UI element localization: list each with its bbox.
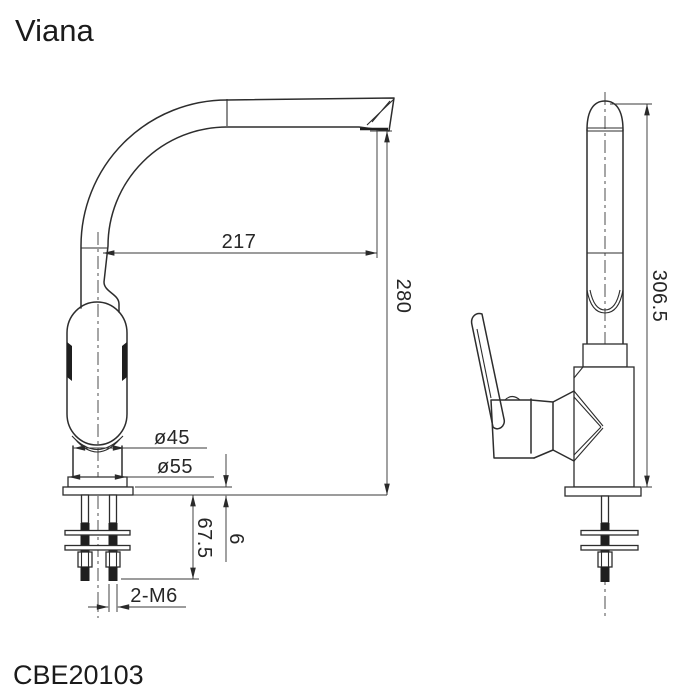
svg-text:306.5: 306.5	[648, 270, 670, 323]
handle	[470, 312, 575, 462]
handle-lever-edge	[476, 328, 492, 399]
side-mounting-stud	[580, 495, 639, 582]
handle-base-bump	[504, 395, 521, 401]
spout-outline	[80, 97, 395, 313]
handle-adapter	[530, 399, 554, 459]
stud-shank	[600, 495, 610, 524]
svg-text:6: 6	[225, 533, 247, 545]
svg-text:2-M6: 2-M6	[130, 585, 178, 607]
body-side-clip-right	[122, 342, 127, 381]
body-side-clip-left	[67, 342, 72, 381]
stud-thread	[108, 523, 118, 553]
neck-step	[582, 343, 628, 368]
extension-line	[108, 584, 118, 612]
dim-shank-length: 67.5	[121, 495, 215, 580]
stud-tip	[600, 567, 610, 582]
spout-dome-base	[587, 127, 623, 132]
washer	[580, 529, 639, 536]
body-bottom-cap	[71, 435, 124, 453]
model-number: CBE20103	[13, 660, 144, 690]
dim-body-diameter: ø45	[73, 427, 207, 451]
svg-text:ø45: ø45	[154, 427, 190, 449]
mounting-studs	[64, 494, 131, 581]
washer	[64, 529, 131, 536]
washer	[64, 544, 131, 551]
stud-tip	[80, 567, 90, 581]
svg-text:ø55: ø55	[157, 456, 193, 478]
dim-overall-height: 306.5	[610, 103, 670, 488]
side-base-plate	[564, 486, 642, 497]
washer	[580, 544, 639, 551]
nut	[77, 551, 93, 568]
spout-tube	[586, 129, 624, 345]
stud-thread	[80, 523, 90, 553]
spout-tip-chamfer	[366, 98, 395, 126]
product-name: Viana	[15, 13, 94, 48]
side-body	[573, 366, 635, 488]
spout-dome-top	[586, 100, 624, 131]
svg-text:217: 217	[222, 231, 257, 253]
stud-shank	[108, 494, 118, 524]
body-capsule	[66, 301, 128, 446]
body-chamfer	[573, 366, 584, 379]
handle-base	[490, 398, 535, 459]
dim-base-diameter: ø55	[68, 456, 214, 480]
tube-bottom-bowl	[586, 289, 624, 314]
dim-mounting-thread: 2-M6	[88, 584, 186, 612]
nut-facets	[108, 552, 118, 567]
stud-tip	[108, 567, 118, 581]
base-flange	[67, 476, 128, 488]
stud-shank	[80, 494, 90, 524]
svg-text:280: 280	[392, 279, 414, 314]
dim-spout-height: 280	[370, 130, 414, 495]
nut-facets	[80, 552, 90, 567]
base-plate	[62, 486, 134, 496]
dim-deck-thickness: 6	[223, 454, 247, 562]
dim-spout-reach: 217	[103, 130, 378, 258]
body-neck-column	[72, 445, 123, 478]
handle-lever	[470, 312, 506, 430]
side-view: 306.5	[470, 92, 670, 618]
svg-text:67.5: 67.5	[193, 518, 215, 559]
nut-facets	[600, 552, 610, 567]
handle-socket-cone	[573, 390, 604, 462]
nut	[597, 551, 613, 568]
nut	[105, 551, 121, 568]
handle-cone-link	[552, 390, 575, 462]
stud-thread	[600, 523, 610, 553]
front-view: 217 280 ø45 ø55 67.5	[62, 97, 414, 618]
